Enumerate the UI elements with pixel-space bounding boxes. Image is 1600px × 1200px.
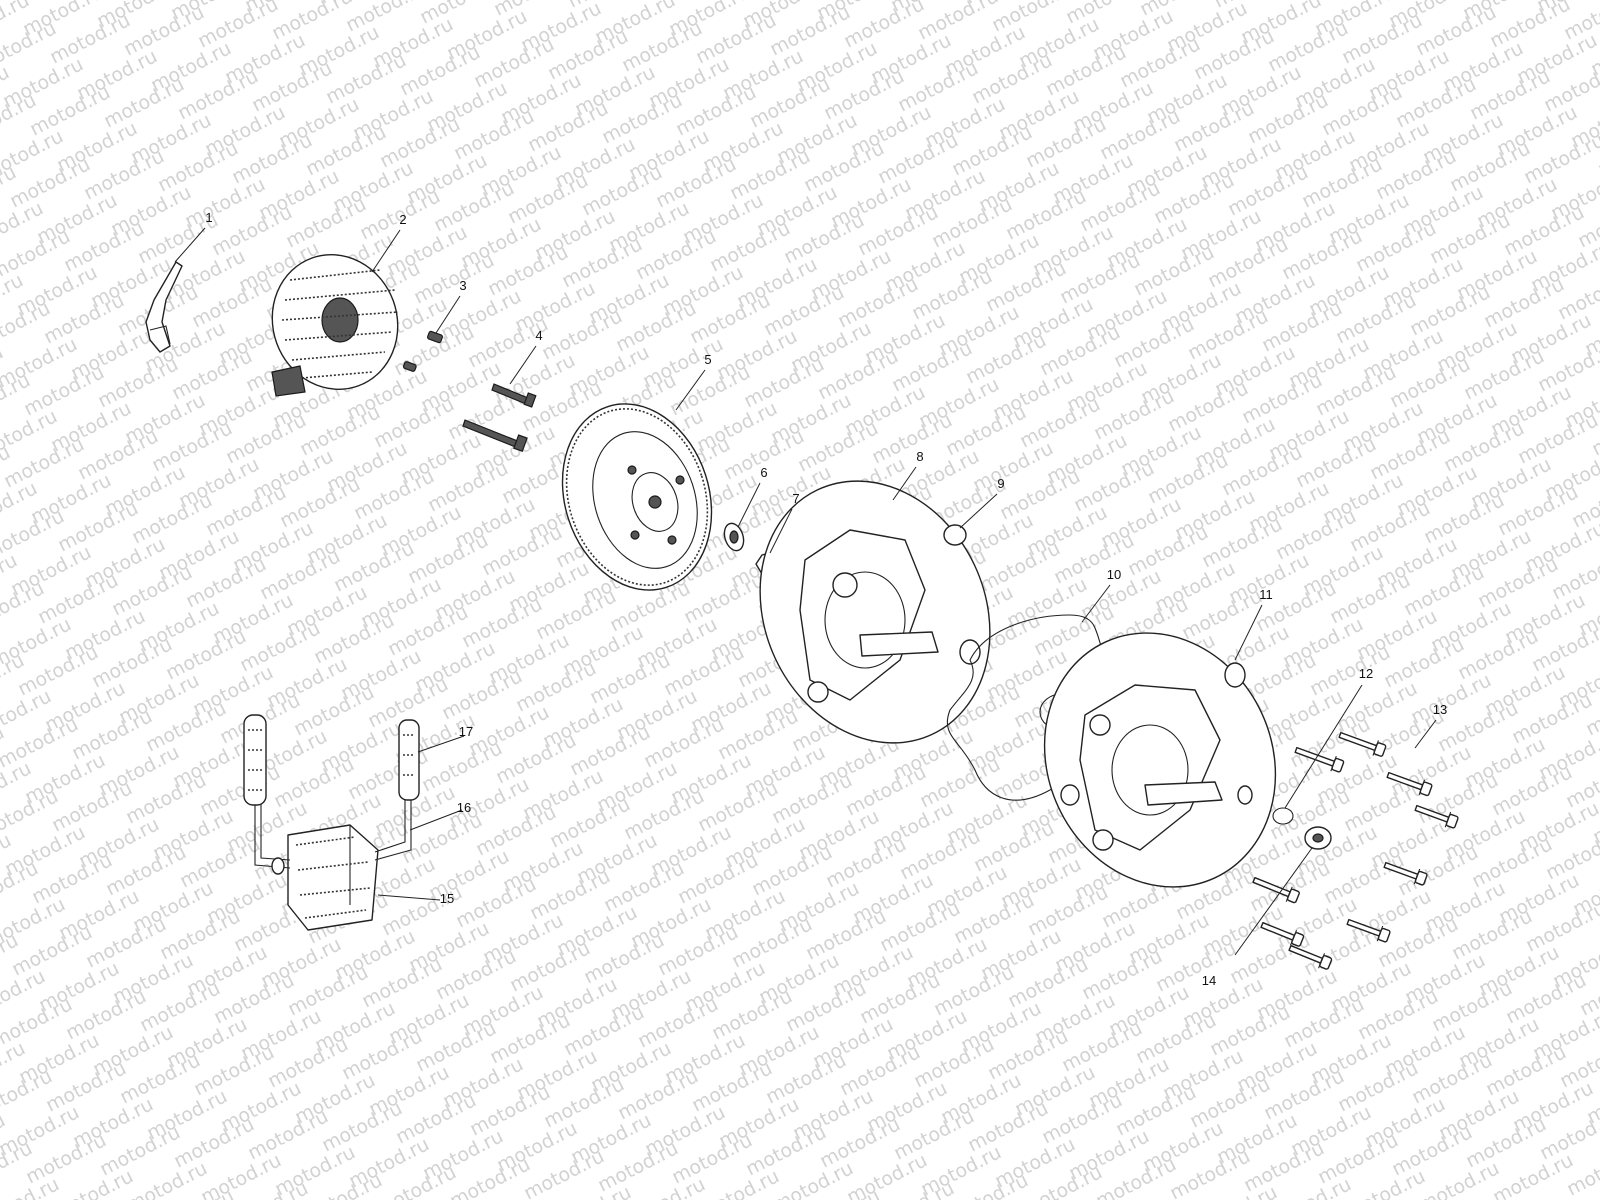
callout-label-7: 7 [792, 491, 799, 506]
screw-13-5 [1383, 861, 1428, 886]
part-5-flywheel [561, 403, 713, 591]
part-1-bracket [145, 261, 183, 353]
screw-14-3 [1288, 944, 1333, 970]
callout-leader-5 [675, 369, 706, 411]
part-4-bolts [462, 383, 537, 453]
part-13-screws [1294, 731, 1459, 943]
callout-label-8: 8 [916, 449, 923, 464]
callout-label-2: 2 [399, 212, 406, 227]
callout-label-10: 10 [1107, 567, 1121, 582]
callout-label-9: 9 [997, 476, 1004, 491]
callout-leader-12 [1284, 684, 1363, 809]
callout-leader-13 [1414, 719, 1437, 749]
callout-leader-14 [1234, 847, 1313, 956]
screw-13-3 [1386, 771, 1433, 797]
screw-13-6 [1346, 918, 1391, 943]
part-11-outer-cover [1043, 632, 1277, 888]
callout-label-3: 3 [459, 278, 466, 293]
screw-14-2 [1260, 921, 1305, 947]
callout-leader-6 [737, 482, 761, 528]
part-16-cable [254, 795, 412, 875]
part-15-switch-box [287, 824, 379, 931]
part-17-grips [243, 714, 420, 806]
callout-label-4: 4 [535, 328, 542, 343]
screw-13-1 [1294, 746, 1345, 773]
callout-leader-9 [959, 493, 998, 529]
callout-leader-17 [417, 735, 465, 753]
callout-label-15: 15 [440, 891, 454, 906]
part-3-screws [402, 330, 443, 372]
part-2-stator [271, 253, 399, 397]
callout-label-1: 1 [205, 210, 212, 225]
callout-leader-11 [1234, 604, 1263, 661]
callout-label-17: 17 [459, 724, 473, 739]
callout-leader-7 [769, 508, 793, 554]
callout-leader-1 [174, 227, 206, 263]
callout-label-13: 13 [1433, 702, 1447, 717]
callout-label-14: 14 [1202, 973, 1216, 988]
callout-leader-16 [409, 809, 463, 831]
callout-label-11: 11 [1259, 587, 1273, 602]
callout-label-16: 16 [457, 800, 471, 815]
callout-leader-4 [509, 345, 537, 385]
callout-leader-10 [1081, 584, 1111, 623]
callout-leader-2 [371, 229, 401, 273]
part-8-inner-cover [759, 480, 991, 744]
screw-13-2 [1338, 731, 1387, 757]
callout-label-12: 12 [1359, 666, 1373, 681]
callout-leader-8 [892, 466, 917, 501]
callout-leader-3 [435, 295, 461, 334]
part-12-plug [1272, 807, 1332, 850]
callout-label-5: 5 [704, 352, 711, 367]
screw-13-4 [1414, 804, 1459, 829]
callout-leader-15 [377, 894, 441, 901]
part-6-washer [723, 522, 745, 552]
callout-label-6: 6 [760, 465, 767, 480]
